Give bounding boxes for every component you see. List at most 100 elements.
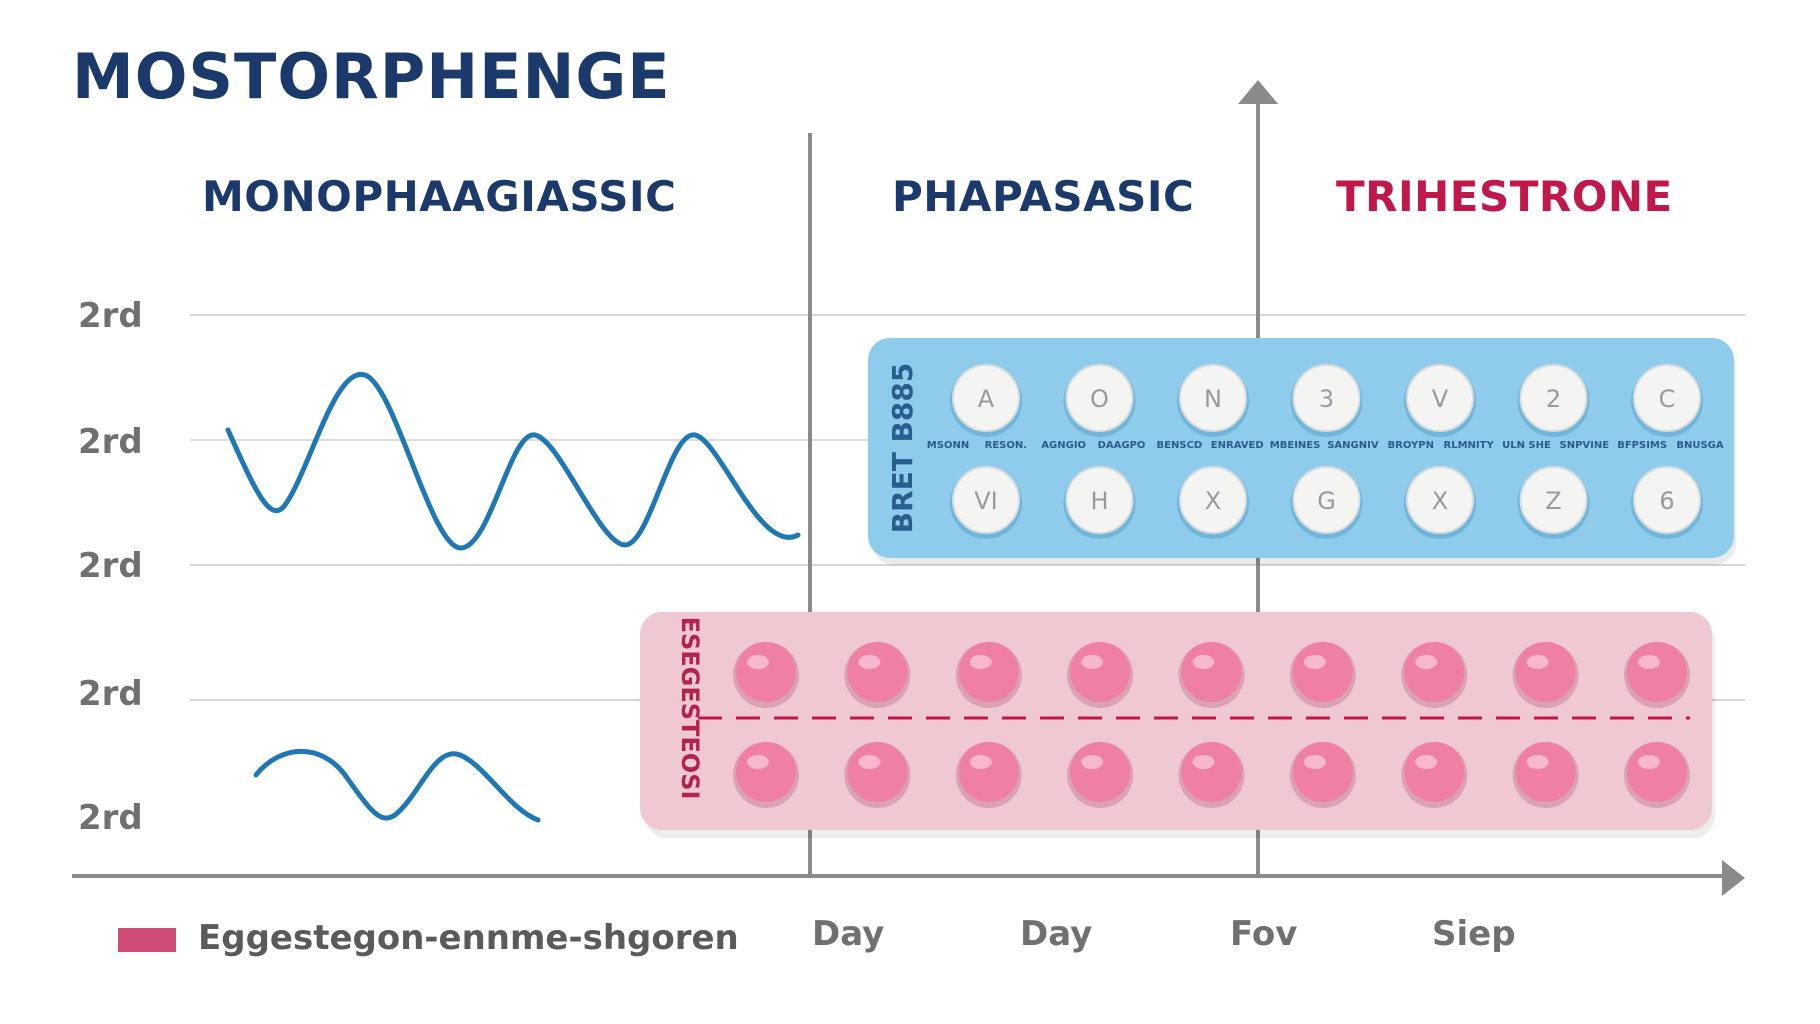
blue-pack-pill bbox=[1292, 364, 1361, 432]
pink-pill-highlight bbox=[747, 655, 769, 669]
blue-pack-mid-label: BFPSIMS bbox=[1617, 440, 1667, 451]
y-tick-label: 2rd bbox=[78, 546, 143, 586]
y-tick-label: 2rd bbox=[78, 422, 143, 462]
page-title: MOSTORPHENGE bbox=[72, 40, 671, 113]
blue-pack-mid-label: MBEINES bbox=[1270, 440, 1321, 451]
pink-pack-pill bbox=[958, 742, 1019, 802]
pink-pack-pill bbox=[1404, 642, 1465, 702]
pink-pill-highlight bbox=[1081, 655, 1104, 669]
blue-pack-pill bbox=[1406, 466, 1474, 534]
pink-pill-highlight bbox=[969, 655, 992, 669]
pink-pack-pill bbox=[1181, 642, 1242, 702]
blue-pill-label: VI bbox=[974, 487, 998, 515]
blue-pack-pill bbox=[952, 466, 1020, 534]
legend-label: Eggestegon-ennme-shgoren bbox=[198, 918, 739, 958]
blue-pill-label: V bbox=[1432, 385, 1449, 413]
blue-pill-label: X bbox=[1432, 487, 1448, 515]
pink-pack-pill bbox=[1181, 742, 1242, 802]
blue-pill-label: Z bbox=[1545, 487, 1561, 515]
pink-pill-highlight bbox=[1526, 655, 1549, 669]
blue-pill-label: C bbox=[1659, 385, 1676, 413]
blue-blister-pack: BRET B885 A O N 3 V 2 C VI H X G X Z 6 MSONN RESON. AGNG… bbox=[868, 338, 1736, 565]
blue-pill-label: N bbox=[1204, 385, 1222, 413]
blue-pack-mid-label: ULN SHE bbox=[1502, 440, 1551, 451]
blue-pack-mid-label: MSONN bbox=[927, 440, 969, 451]
pink-pill-highlight bbox=[1192, 655, 1215, 669]
x-tick-label: Day bbox=[1020, 914, 1093, 954]
blue-pack-mid-label: BENSCD bbox=[1157, 440, 1203, 451]
pink-pack-pill bbox=[1292, 642, 1353, 702]
blue-pack-side-label: BRET B885 bbox=[886, 363, 919, 534]
blue-pill-label: 3 bbox=[1319, 385, 1334, 413]
blue-pack-mid-label: SANGNIV bbox=[1327, 440, 1379, 451]
blue-pack-pill bbox=[952, 364, 1020, 432]
pink-pill-highlight bbox=[747, 755, 769, 769]
pink-blister-pack: ESEGESTEOSI bbox=[640, 612, 1715, 838]
x-tick-label: Siep bbox=[1432, 914, 1516, 954]
pink-pill-highlight bbox=[1638, 655, 1660, 669]
blue-pack-pill bbox=[1633, 466, 1701, 534]
y-tick-label: 2rd bbox=[78, 674, 143, 714]
pink-pill-highlight bbox=[1526, 755, 1549, 769]
blue-pack-pill bbox=[1179, 466, 1247, 534]
pink-pill-highlight bbox=[1415, 755, 1438, 769]
pink-pill-highlight bbox=[1192, 755, 1215, 769]
blue-pack-pill bbox=[1065, 466, 1134, 534]
pink-pack-pill bbox=[1070, 742, 1131, 802]
pink-pill-highlight bbox=[1638, 755, 1660, 769]
pink-pack-pill bbox=[1515, 642, 1576, 702]
blue-pack-pill bbox=[1519, 364, 1588, 432]
blue-pack-mid-label: BROYPN bbox=[1388, 440, 1434, 451]
blue-pack-pill bbox=[1633, 364, 1701, 432]
pink-pack-pill bbox=[1292, 742, 1353, 802]
blue-pill-label: O bbox=[1090, 385, 1109, 413]
blue-pack-pill bbox=[1065, 364, 1134, 432]
pink-pill-highlight bbox=[1081, 755, 1104, 769]
blue-pill-label: 2 bbox=[1546, 385, 1561, 413]
pink-pack-side-label: ESEGESTEOSI bbox=[676, 617, 704, 800]
y-tick-label: 2rd bbox=[78, 296, 143, 336]
blue-pack-mid-label: RESON. bbox=[985, 440, 1027, 451]
section-heading-triphasic: TRIHESTRONE bbox=[1336, 172, 1673, 221]
pink-pack-pill bbox=[847, 742, 908, 802]
blue-pill-label: 6 bbox=[1659, 487, 1674, 515]
pink-pack-pill bbox=[1627, 642, 1687, 702]
blue-pack-pill bbox=[1519, 466, 1588, 534]
blue-pill-label: X bbox=[1205, 487, 1221, 515]
pink-pack-pill bbox=[736, 742, 796, 802]
pink-pill-highlight bbox=[858, 755, 881, 769]
x-tick-label: Fov bbox=[1230, 914, 1298, 954]
hormone-wave-lower bbox=[253, 748, 541, 823]
pink-pill-highlight bbox=[969, 755, 992, 769]
pink-pack-pill bbox=[847, 642, 908, 702]
legend-swatch bbox=[118, 928, 176, 952]
blue-pack-mid-label: RLMNITY bbox=[1444, 440, 1495, 451]
pink-pack-pill bbox=[958, 642, 1019, 702]
pink-pill-highlight bbox=[1415, 655, 1438, 669]
section-heading-monophasic: MONOPHAAGIASSIC bbox=[202, 172, 677, 221]
blue-pack-mid-label: BNUSGA bbox=[1676, 440, 1724, 451]
x-tick-label: Day bbox=[812, 914, 885, 954]
blue-pack-pill bbox=[1179, 364, 1247, 432]
pink-pack-pill bbox=[736, 642, 796, 702]
blue-pack-mid-label: AGNGIO bbox=[1041, 440, 1086, 451]
blue-pill-label: A bbox=[978, 385, 995, 413]
blue-pill-label: G bbox=[1317, 487, 1336, 515]
pink-pill-highlight bbox=[858, 655, 881, 669]
x-axis-arrow-icon bbox=[1722, 860, 1745, 896]
pink-pill-highlight bbox=[1303, 655, 1326, 669]
blue-pack-pill bbox=[1292, 466, 1361, 534]
pink-pill-highlight bbox=[1303, 755, 1326, 769]
pink-pack-pill bbox=[1515, 742, 1576, 802]
y-tick-label: 2rd bbox=[78, 798, 143, 838]
pink-pack-pill bbox=[1404, 742, 1465, 802]
pink-pack-pill bbox=[1070, 642, 1131, 702]
blue-pack-mid-label: SNPVINE bbox=[1560, 440, 1610, 451]
y-axis-arrow-icon bbox=[1238, 80, 1278, 104]
blue-pack-mid-label: ENRAVED bbox=[1211, 440, 1264, 451]
blue-pill-label: H bbox=[1090, 487, 1108, 515]
blue-pack-mid-label: DAAGPO bbox=[1098, 440, 1146, 451]
hormone-wave-upper bbox=[225, 372, 801, 551]
